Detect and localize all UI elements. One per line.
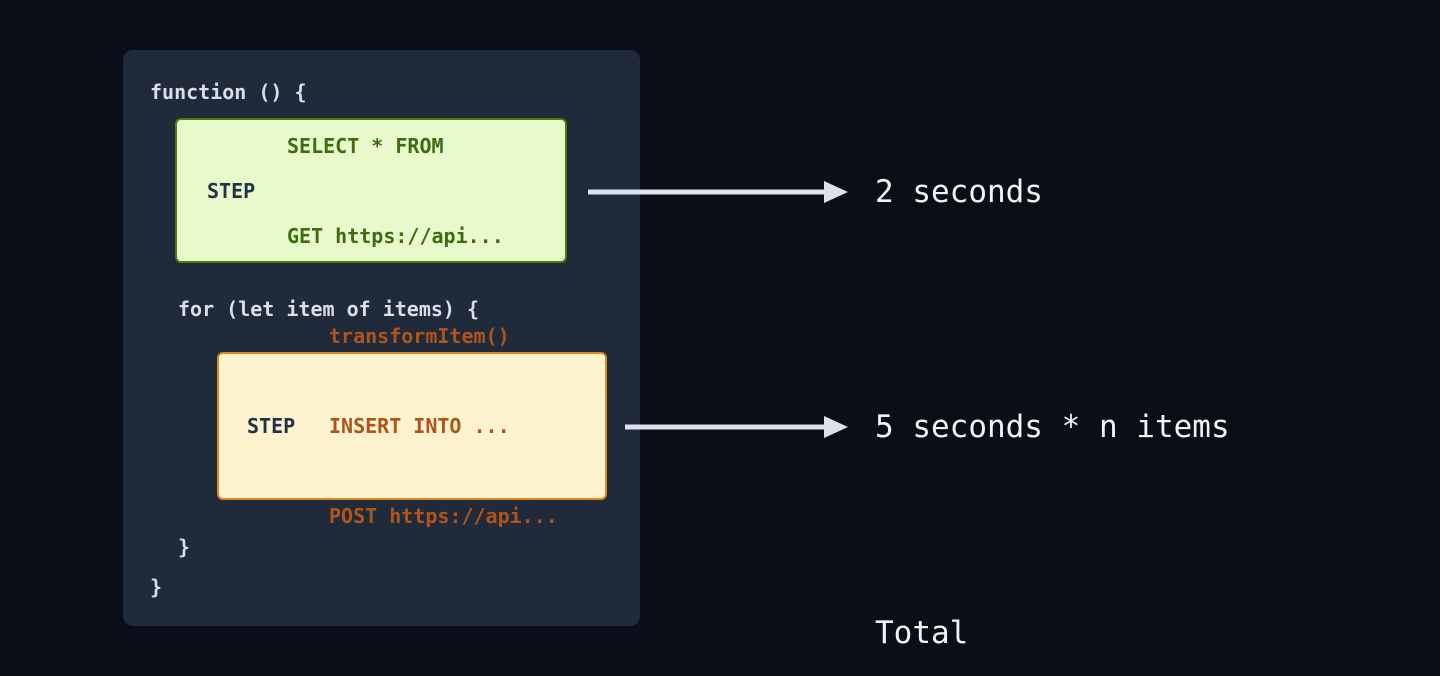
code-line-function-open: function () { <box>150 80 307 104</box>
step1-box: STEP SELECT * FROM GET https://api... <box>175 118 567 263</box>
right-arrow-icon <box>588 181 848 203</box>
step2-code-line-3: POST https://api... <box>329 504 558 528</box>
code-panel: function () { STEP SELECT * FROM GET htt… <box>123 50 640 626</box>
step2-code-line-1: transformItem() <box>329 324 510 348</box>
total-summary: Total 100 items = 502 seconds <box>875 533 1304 676</box>
step1-duration-label: 2 seconds <box>875 174 1043 210</box>
total-title: Total <box>875 615 969 651</box>
step1-code-line-2: GET https://api... <box>287 223 504 248</box>
step2-code-line-2: INSERT INTO ... <box>329 414 510 438</box>
step2-code-lines: transformItem() INSERT INTO ... POST htt… <box>329 261 558 591</box>
right-arrow-icon <box>625 416 848 438</box>
step1-code-line-1: SELECT * FROM <box>287 133 444 158</box>
code-line-function-close: } <box>150 575 163 599</box>
step2-box: STEP transformItem() INSERT INTO ... POS… <box>217 324 607 528</box>
code-line-for-open: for (let item of items) { <box>178 297 480 321</box>
step2-duration-label: 5 seconds * n items <box>875 409 1230 445</box>
step2-label: STEP <box>247 414 296 438</box>
step1-code-lines: SELECT * FROM GET https://api... <box>287 71 504 311</box>
step1-label: STEP <box>207 178 256 203</box>
code-line-for-close: } <box>178 535 191 559</box>
